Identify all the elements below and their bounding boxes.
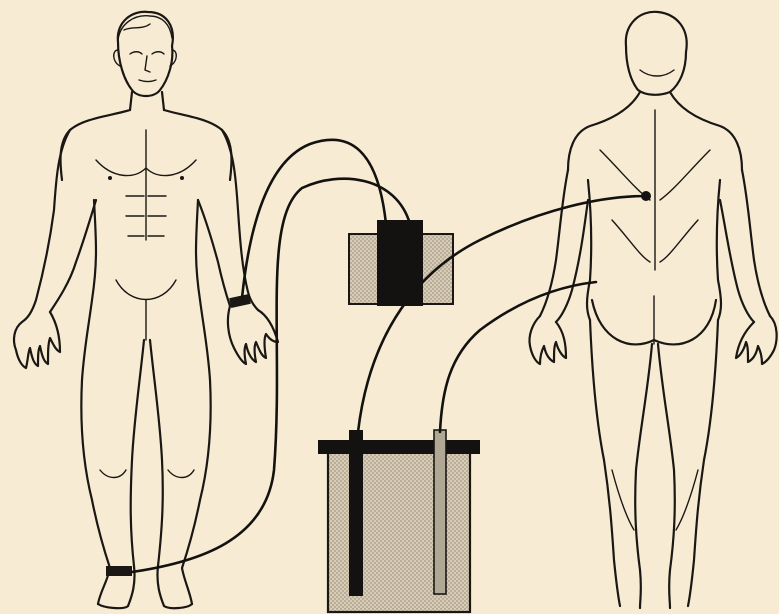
back-inner-right-leg — [658, 344, 675, 608]
front-figure — [14, 12, 278, 608]
back-head — [626, 12, 687, 95]
back-left-leg — [590, 320, 620, 606]
back-left-hand — [529, 316, 566, 364]
front-right-leg — [182, 380, 211, 604]
large-vessel — [318, 430, 480, 612]
ankle-electrode — [106, 566, 132, 576]
front-right-arm — [198, 130, 258, 310]
back-right-hand — [736, 316, 777, 364]
large-vessel-electrode — [349, 430, 363, 596]
back-right-leg — [688, 320, 718, 606]
back-left-arm — [540, 170, 588, 322]
front-neck-left — [130, 92, 132, 110]
large-vessel-reference-electrode — [434, 430, 446, 594]
back-inner-left-leg — [635, 344, 652, 608]
wrist-electrode — [229, 294, 251, 308]
front-left-arm — [22, 130, 96, 322]
small-vessel-electrode-block — [377, 220, 423, 306]
wire-hand-to-reference-electrode — [440, 282, 596, 432]
front-left-leg — [81, 380, 110, 604]
back-right-arm — [720, 170, 770, 322]
back-figure — [529, 12, 776, 608]
front-right-hand — [228, 306, 278, 364]
front-head — [114, 12, 177, 96]
front-left-hand — [14, 312, 60, 368]
large-vessel-lid — [318, 440, 480, 454]
front-neck-right — [162, 92, 164, 110]
small-vessel — [349, 220, 453, 306]
